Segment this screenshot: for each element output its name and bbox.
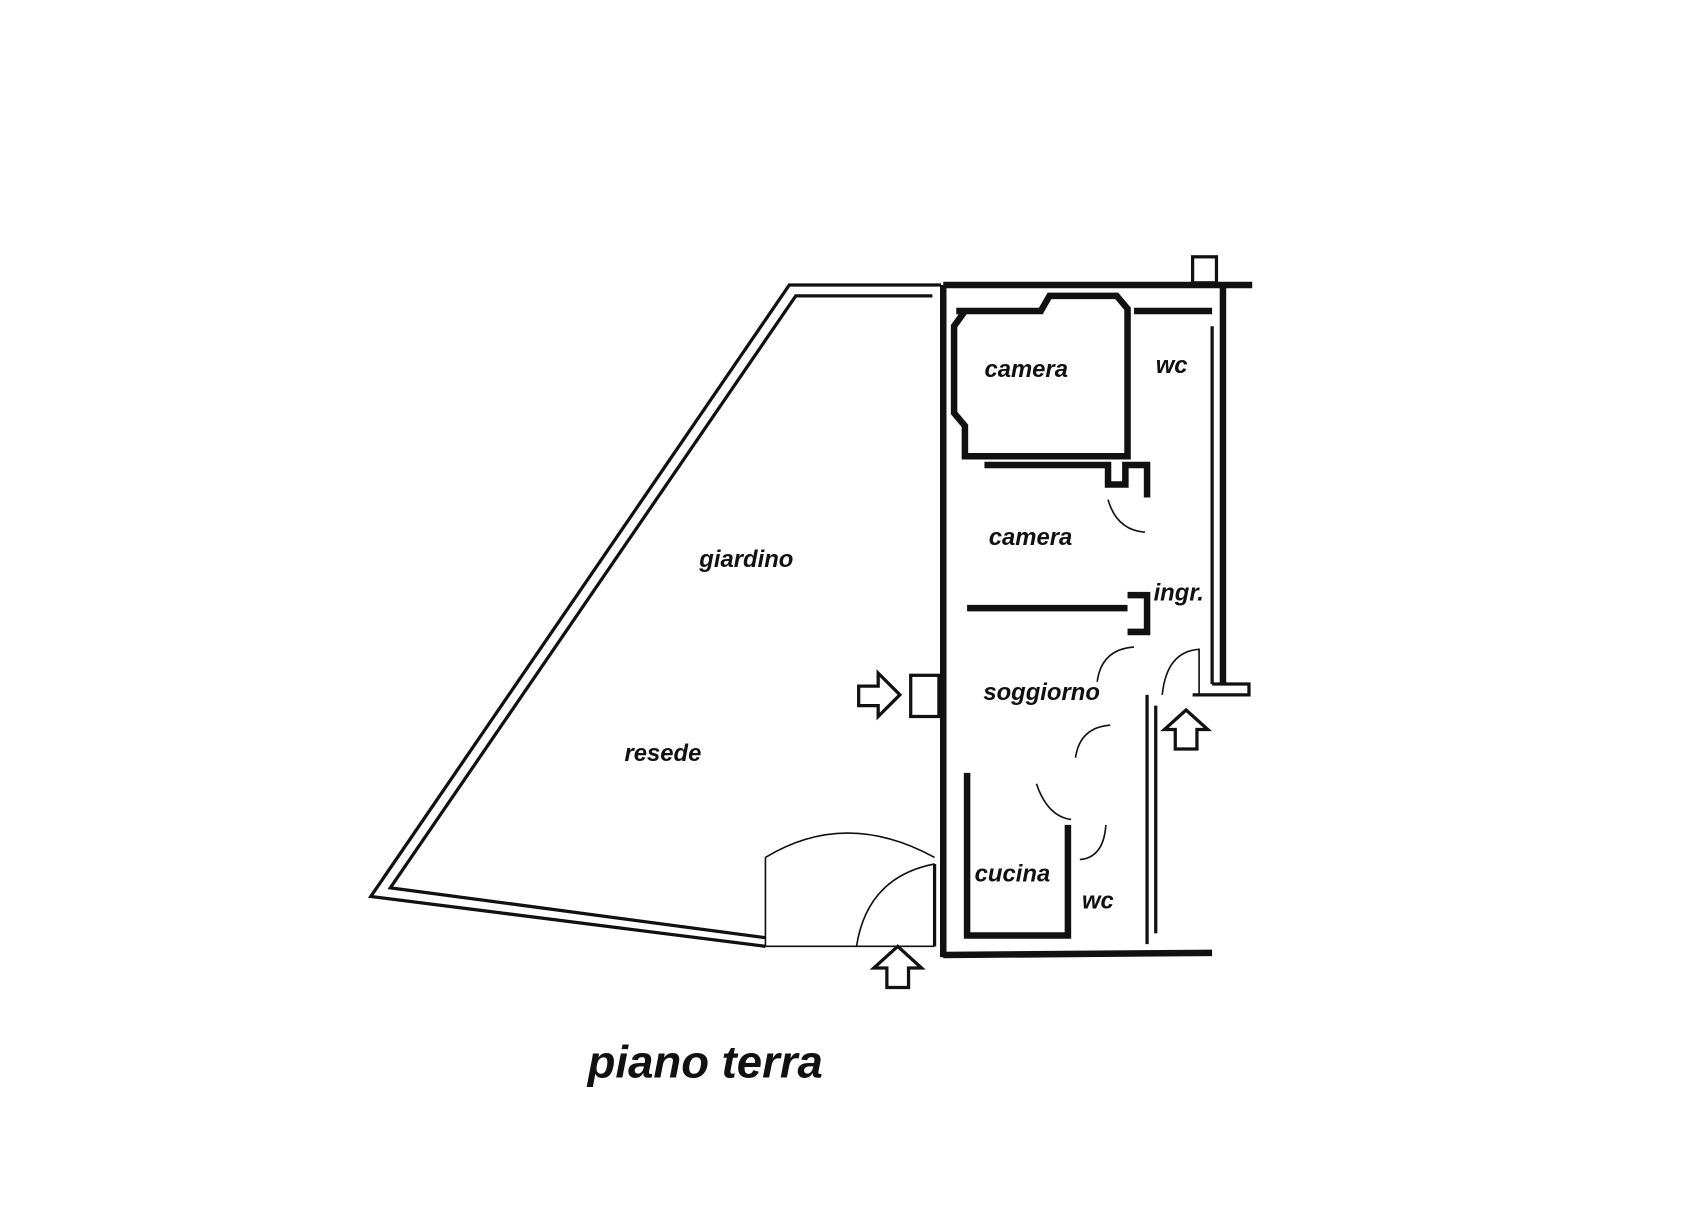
- plan-title: piano terra: [587, 1037, 823, 1088]
- room-label-camera: camera: [984, 356, 1068, 383]
- room-label-wc: wc: [1082, 887, 1114, 914]
- garden-gate: [764, 832, 937, 948]
- entrance-arrow-icon: [1160, 707, 1213, 751]
- room-walls: [950, 292, 1213, 939]
- entrance-arrow-icon: [869, 944, 926, 990]
- room-label-camera: camera: [989, 524, 1073, 551]
- room-label-ingresso: ingr.: [1154, 579, 1204, 606]
- area-label-giardino: giardino: [698, 546, 793, 573]
- room-label-cucina: cucina: [975, 860, 1051, 887]
- room-label-soggiorno: soggiorno: [983, 679, 1100, 706]
- building-walls: [909, 255, 1253, 959]
- room-label-wc: wc: [1156, 352, 1188, 379]
- area-label-resede: resede: [624, 740, 701, 767]
- entrance-arrow-icon: [857, 669, 903, 721]
- garden-boundary: [367, 283, 942, 948]
